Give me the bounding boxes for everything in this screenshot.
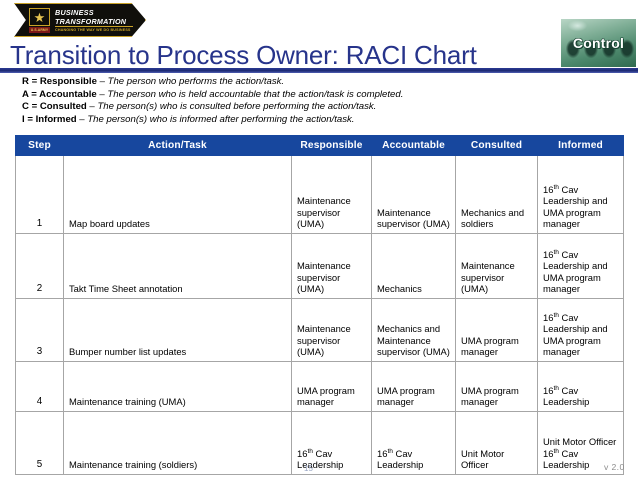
- cell-step: 3: [15, 298, 64, 362]
- cell-informed: 16th Cav Leadership: [537, 361, 624, 412]
- cell-responsible-post: Cav Leadership: [297, 447, 344, 471]
- column-header-consulted: Consulted: [455, 135, 538, 156]
- cell-informed-post: Cav Leadership: [543, 384, 590, 408]
- column-header-step: Step: [15, 135, 64, 156]
- version-label: v 2.0: [604, 462, 625, 472]
- page-number: 15: [304, 464, 313, 473]
- legend-desc-informed: The person(s) who is informed after perf…: [87, 113, 355, 125]
- cell-action-task: Takt Time Sheet annotation: [63, 233, 292, 299]
- cell-accountable: Mechanics: [371, 233, 456, 299]
- column-header-action-task: Action/Task: [63, 135, 292, 156]
- ordinal-suffix: th: [553, 183, 559, 191]
- cell-step: 1: [15, 155, 64, 234]
- column-header-responsible: Responsible: [291, 135, 372, 156]
- legend-key-consulted: C = Consulted: [22, 101, 87, 113]
- raci-table: Step Action/Task Responsible Accountable…: [15, 135, 624, 475]
- cell-consulted: Maintenance supervisor (UMA): [455, 233, 538, 299]
- cell-informed-post: Cav Leadership and UMA program manager: [543, 183, 608, 230]
- cell-accountable: UMA program manager: [371, 361, 456, 412]
- us-army-seal-label: U.S.ARMY: [29, 27, 50, 33]
- table-row: 1 Map board updates Maintenance supervis…: [15, 155, 624, 234]
- legend-dash-responsible: –: [96, 76, 108, 87]
- cell-responsible: Maintenance supervisor (UMA): [291, 233, 372, 299]
- cell-informed: 16th Cav Leadership and UMA program mana…: [537, 233, 624, 299]
- control-badge-label: Control: [572, 35, 625, 51]
- legend-item-consulted: C = Consulted – The person(s) who is con…: [22, 101, 622, 114]
- banner-tagline: CHANGING THE WAY WE DO BUSINESS: [55, 27, 131, 32]
- legend-item-responsible: R = Responsible – The person who perform…: [22, 76, 622, 89]
- page-title: Transition to Process Owner: RACI Chart: [10, 40, 477, 70]
- legend-dash-informed: –: [76, 113, 88, 125]
- control-phase-badge: Control: [561, 19, 636, 67]
- cell-informed-pre: Unit Motor Officer 16: [543, 436, 617, 459]
- cell-consulted: Mechanics and soldiers: [455, 155, 538, 234]
- table-row: 3 Bumper number list updates Maintenance…: [15, 298, 624, 362]
- cell-informed: Unit Motor Officer 16th Cav Leadership: [537, 411, 624, 475]
- cell-responsible: UMA program manager: [291, 361, 372, 412]
- cell-accountable-pre: 16: [377, 447, 388, 459]
- legend-desc-accountable: The person who is held accountable that …: [107, 88, 404, 100]
- cell-responsible-pre: 16: [297, 447, 308, 459]
- cell-informed-pre: 16: [543, 311, 554, 323]
- banner-divider-rule: [55, 26, 133, 27]
- cell-accountable-post: Cav Leadership: [377, 447, 424, 471]
- legend-dash-accountable: –: [96, 88, 108, 100]
- legend-dash-consulted: –: [86, 101, 98, 113]
- cell-accountable: 16th Cav Leadership: [371, 411, 456, 475]
- table-row: 2 Takt Time Sheet annotation Maintenance…: [15, 233, 624, 299]
- army-star-emblem: ★: [29, 8, 50, 26]
- cell-action-task: Maintenance training (UMA): [63, 361, 292, 412]
- cell-informed-post: Cav Leadership: [543, 447, 590, 471]
- legend-key-responsible: R = Responsible: [22, 76, 97, 87]
- star-icon: ★: [33, 9, 46, 25]
- cell-accountable: Mechanics and Maintenance supervisor (UM…: [371, 298, 456, 362]
- cell-consulted: UMA program manager: [455, 361, 538, 412]
- ordinal-suffix: th: [553, 447, 559, 455]
- banner-line-1: BUSINESS: [55, 8, 94, 17]
- cell-consulted: UMA program manager: [455, 298, 538, 362]
- cell-informed-pre: 16: [543, 183, 554, 195]
- ordinal-suffix: th: [553, 311, 559, 319]
- cell-informed: 16th Cav Leadership and UMA program mana…: [537, 155, 624, 234]
- cell-step: 2: [15, 233, 64, 299]
- cell-informed-post: Cav Leadership and UMA program manager: [543, 248, 608, 295]
- cell-consulted: Unit Motor Officer: [455, 411, 538, 475]
- ordinal-suffix: th: [553, 248, 559, 256]
- legend-item-accountable: A = Accountable – The person who is held…: [22, 89, 622, 102]
- legend-key-informed: I = Informed: [22, 113, 77, 125]
- cell-action-task: Maintenance training (soldiers): [63, 411, 292, 475]
- ordinal-suffix: th: [553, 384, 559, 392]
- ordinal-suffix: th: [307, 447, 313, 455]
- cell-step: 4: [15, 361, 64, 412]
- cell-action-task: Bumper number list updates: [63, 298, 292, 362]
- cell-responsible: Maintenance supervisor (UMA): [291, 298, 372, 362]
- table-header-row: Step Action/Task Responsible Accountable…: [15, 135, 624, 156]
- legend-desc-responsible: The person who performs the action/task.: [107, 76, 285, 87]
- cell-accountable: Maintenance supervisor (UMA): [371, 155, 456, 234]
- cell-action-task: Map board updates: [63, 155, 292, 234]
- legend-item-informed: I = Informed – The person(s) who is info…: [22, 114, 622, 127]
- column-header-accountable: Accountable: [371, 135, 456, 156]
- ordinal-suffix: th: [387, 447, 393, 455]
- title-divider-bar: [0, 68, 638, 73]
- business-transformation-logo: ★ U.S.ARMY BUSINESS TRANSFORMATION CHANG…: [14, 3, 146, 37]
- cell-step: 5: [15, 411, 64, 475]
- cell-responsible: Maintenance supervisor (UMA): [291, 155, 372, 234]
- table-row: 4 Maintenance training (UMA) UMA program…: [15, 361, 624, 412]
- raci-legend: R = Responsible – The person who perform…: [22, 76, 622, 126]
- cell-informed: 16th Cav Leadership and UMA program mana…: [537, 298, 624, 362]
- legend-key-accountable: A = Accountable: [22, 88, 97, 100]
- table-row: 5 Maintenance training (soldiers) 16th C…: [15, 411, 624, 475]
- cell-informed-pre: 16: [543, 384, 554, 396]
- banner-line-2: TRANSFORMATION: [55, 17, 127, 26]
- column-header-informed: Informed: [537, 135, 624, 156]
- cell-informed-post: Cav Leadership and UMA program manager: [543, 311, 608, 358]
- cell-informed-pre: 16: [543, 248, 554, 260]
- legend-desc-consulted: The person(s) who is consulted before pe…: [97, 101, 377, 113]
